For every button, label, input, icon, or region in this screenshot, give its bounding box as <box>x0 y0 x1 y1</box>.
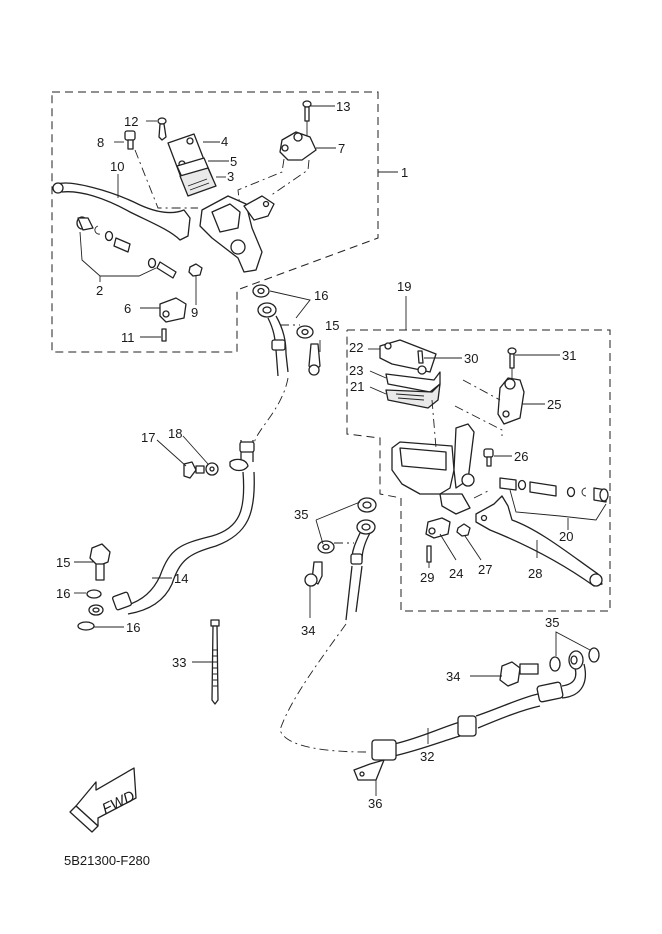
part-23-diaphragm-plate <box>369 370 441 393</box>
part-21-diaphragm <box>369 383 441 409</box>
part-32-brake-hose <box>393 650 586 757</box>
part-29-screw <box>426 545 432 568</box>
callout-20: 20 <box>559 529 573 544</box>
part-24-switch-holder <box>425 517 457 561</box>
callout-10: 10 <box>110 159 124 174</box>
callout-35b: 35 <box>545 615 559 630</box>
part-12-screw <box>146 117 167 141</box>
hose-routing-line <box>279 623 367 753</box>
part-18-washer <box>182 435 219 476</box>
part-26-pivot-bolt <box>483 448 512 467</box>
part-11-screw <box>140 328 167 342</box>
part-7-holder <box>237 131 336 209</box>
callout-16b: 16 <box>56 586 70 601</box>
hose-upper-fitting <box>252 284 321 445</box>
part-13-screw <box>302 100 335 140</box>
part-22-reservoir-cap <box>368 339 437 375</box>
callout-14: 14 <box>174 571 188 586</box>
part-25-holder <box>454 377 545 436</box>
callout-4: 4 <box>221 134 228 149</box>
part-9-nut <box>188 263 203 305</box>
callout-32: 32 <box>420 749 434 764</box>
callout-1: 1 <box>401 165 408 180</box>
callout-15a: 15 <box>325 318 339 333</box>
callout-16c: 16 <box>126 620 140 635</box>
part-35-washers-lower <box>549 631 600 672</box>
callout-3: 3 <box>227 169 234 184</box>
hose-middle-fitting <box>304 497 377 621</box>
callout-19: 19 <box>397 279 411 294</box>
callout-26: 26 <box>514 449 528 464</box>
callout-31: 31 <box>562 348 576 363</box>
master-cylinder-body-19 <box>391 399 491 515</box>
callout-21: 21 <box>350 379 364 394</box>
callout-7: 7 <box>338 141 345 156</box>
callout-28: 28 <box>528 566 542 581</box>
master-cylinder-body-1 <box>199 195 275 273</box>
callout-11: 11 <box>121 330 135 345</box>
part-20-piston-kit <box>499 477 609 530</box>
callout-5: 5 <box>230 154 237 169</box>
callout-34b: 34 <box>446 669 460 684</box>
part-14-brake-hose <box>88 440 255 616</box>
part-34-union-bolt-lower <box>470 661 539 687</box>
part-30-screw <box>417 350 462 364</box>
assembly-1-boundary <box>51 91 379 353</box>
callout-34a: 34 <box>301 623 315 638</box>
callout-18: 18 <box>168 426 182 441</box>
part-33-cable-tie <box>192 619 220 705</box>
callout-35a: 35 <box>294 507 308 522</box>
part-2-piston-kit <box>76 216 177 282</box>
callout-25: 25 <box>547 397 561 412</box>
callout-15b: 15 <box>56 555 70 570</box>
part-6-switch-holder <box>140 297 187 323</box>
callout-33: 33 <box>172 655 186 670</box>
part-17-bolt <box>156 439 205 479</box>
callout-24: 24 <box>449 566 463 581</box>
part-16-washer-lower-a <box>74 589 102 599</box>
callout-2: 2 <box>96 283 103 298</box>
part-27-nut <box>456 523 482 561</box>
part-28-clutch-lever <box>475 495 603 587</box>
callout-23: 23 <box>349 363 363 378</box>
part-31-screw <box>507 347 560 378</box>
callout-9: 9 <box>191 305 198 320</box>
part-10-brake-lever <box>52 174 191 241</box>
callout-29: 29 <box>420 570 434 585</box>
callout-30: 30 <box>464 351 478 366</box>
callout-22: 22 <box>349 340 363 355</box>
assembly-19-boundary <box>346 329 611 612</box>
callout-17: 17 <box>141 430 155 445</box>
part-15-union-bolt-lower <box>74 543 111 581</box>
part-3-diaphragm <box>179 167 226 197</box>
part-8-pivot-bolt <box>114 130 198 209</box>
callout-16a: 16 <box>314 288 328 303</box>
callout-8: 8 <box>97 135 104 150</box>
callout-27: 27 <box>478 562 492 577</box>
part-36-hose-guide <box>353 739 397 796</box>
callout-36: 36 <box>368 796 382 811</box>
part-16-washer-lower-b <box>77 621 124 631</box>
callout-6: 6 <box>124 301 131 316</box>
callout-12: 12 <box>124 114 138 129</box>
callout-13: 13 <box>336 99 350 114</box>
forward-direction-arrow: FWD <box>69 767 138 833</box>
drawing-code: 5B21300-F280 <box>64 853 150 868</box>
